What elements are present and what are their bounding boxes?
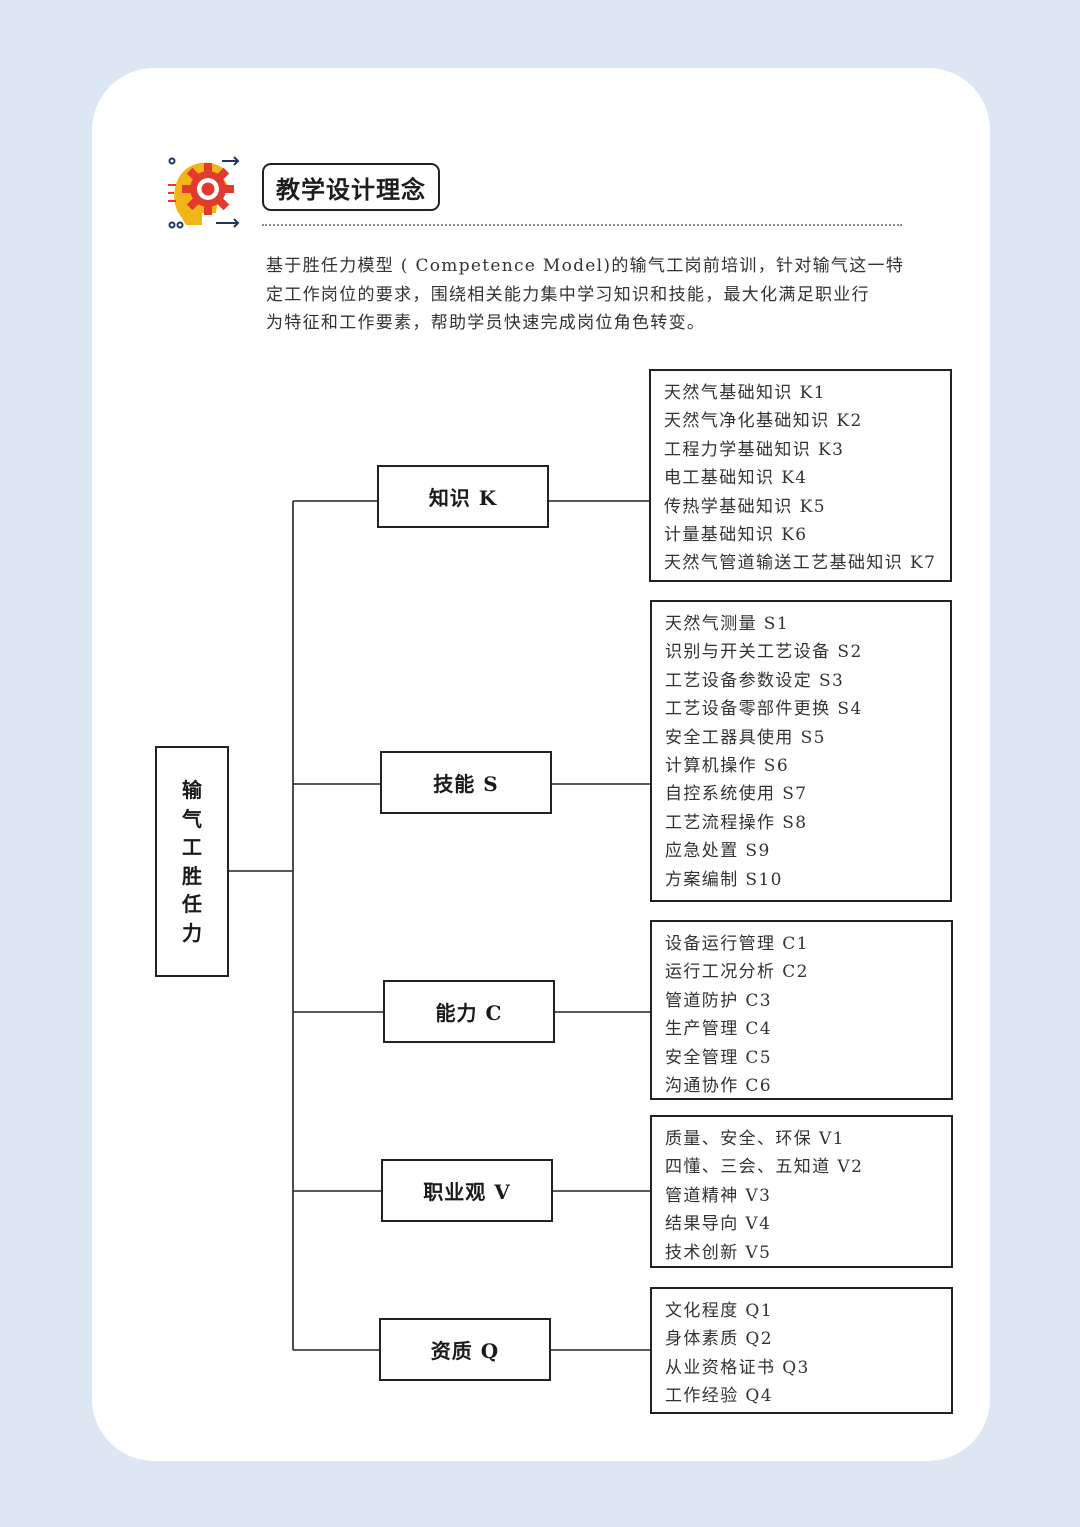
ability-items: 设备运行管理 C1 运行工况分析 C2 管道防护 C3 生产管理 C4 安全管理… (650, 920, 953, 1100)
category-qualification: 资质 Q (379, 1318, 551, 1381)
category-ability: 能力 C (383, 980, 555, 1043)
root-char: 气 (182, 806, 202, 831)
list-item: 电工基础知识 K4 (664, 468, 808, 489)
list-item: 识别与开关工艺设备 S2 (665, 642, 863, 663)
intro-line: 基于胜任力模型 ( Competence Model)的输气工岗前培训，针对输气… (266, 256, 905, 276)
list-item: 管道精神 V3 (665, 1185, 772, 1206)
intro-line: 定工作岗位的要求，围绕相关能力集中学习知识和技能，最大化满足职业行 (266, 284, 870, 305)
list-item: 工艺设备参数设定 S3 (665, 670, 845, 691)
root-char: 力 (182, 920, 202, 945)
list-item: 从业资格证书 Q3 (665, 1357, 810, 1378)
root-char: 工 (182, 835, 202, 859)
list-item: 文化程度 Q1 (665, 1301, 773, 1321)
list-item: 天然气基础知识 K1 (664, 383, 826, 403)
root-node: 输 气 工 胜 任 力 (155, 746, 229, 977)
list-item: 工艺流程操作 S8 (665, 812, 808, 833)
list-item: 生产管理 C4 (665, 1019, 773, 1040)
list-item: 运行工况分析 C2 (665, 962, 809, 983)
list-item: 自控系统使用 S7 (665, 784, 808, 805)
list-item: 计算机操作 S6 (665, 756, 790, 777)
list-item: 沟通协作 C6 (665, 1076, 773, 1097)
qualification-items: 文化程度 Q1 身体素质 Q2 从业资格证书 Q3 工作经验 Q4 (650, 1287, 953, 1414)
list-item: 设备运行管理 C1 (665, 934, 809, 954)
list-item: 天然气测量 S1 (665, 614, 790, 634)
root-char: 输 (182, 778, 202, 802)
list-item: 方案编制 S10 (665, 869, 783, 890)
list-item: 工程力学基础知识 K3 (664, 439, 845, 460)
list-item: 传热学基础知识 K5 (664, 496, 826, 517)
category-values: 职业观 V (381, 1159, 553, 1222)
list-item: 质量、安全、环保 V1 (665, 1129, 845, 1149)
list-item: 计量基础知识 K6 (664, 525, 808, 546)
category-skill: 技能 S (380, 751, 552, 814)
category-knowledge: 知识 K (377, 465, 549, 528)
list-item: 天然气净化基础知识 K2 (664, 411, 863, 432)
skill-items: 天然气测量 S1 识别与开关工艺设备 S2 工艺设备参数设定 S3 工艺设备零部… (650, 600, 952, 902)
root-char: 任 (182, 892, 202, 916)
gear-head-icon (168, 156, 240, 229)
values-items: 质量、安全、环保 V1 四懂、三会、五知道 V2 管道精神 V3 结果导向 V4… (650, 1115, 953, 1268)
root-char: 胜 (182, 863, 202, 888)
list-item: 结果导向 V4 (665, 1214, 772, 1235)
list-item: 应急处置 S9 (665, 841, 771, 862)
list-item: 技术创新 V5 (665, 1242, 772, 1263)
list-item: 工艺设备零部件更换 S4 (665, 699, 863, 720)
list-item: 安全工器具使用 S5 (665, 727, 826, 748)
dotted-divider (262, 224, 902, 226)
list-item: 四懂、三会、五知道 V2 (665, 1157, 864, 1178)
list-item: 工作经验 Q4 (665, 1386, 773, 1407)
knowledge-items: 天然气基础知识 K1 天然气净化基础知识 K2 工程力学基础知识 K3 电工基础… (649, 369, 952, 582)
intro-paragraph: 基于胜任力模型 ( Competence Model)的输气工岗前培训，针对输气… (266, 252, 906, 338)
list-item: 管道防护 C3 (665, 990, 773, 1011)
section-title: 教学设计理念 (262, 163, 440, 211)
list-item: 天然气管道输送工艺基础知识 K7 (664, 553, 937, 574)
list-item: 身体素质 Q2 (665, 1329, 773, 1350)
intro-line: 为特征和工作要素，帮助学员快速完成岗位角色转变。 (266, 313, 706, 333)
list-item: 安全管理 C5 (665, 1047, 773, 1068)
